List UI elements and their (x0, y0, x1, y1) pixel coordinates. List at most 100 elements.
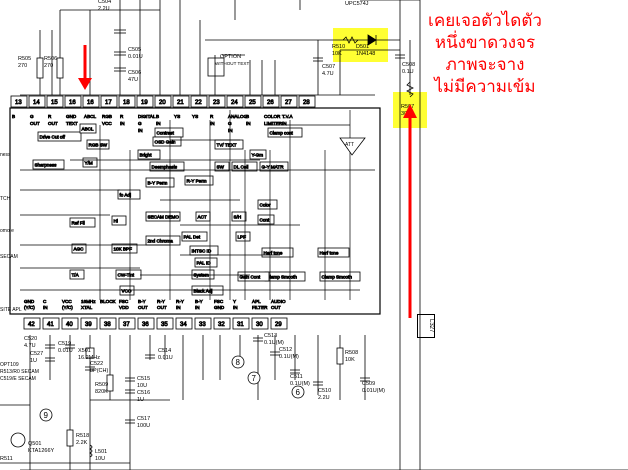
internal-wiring (20, 110, 375, 300)
block-box (237, 271, 270, 282)
component-value-c506: 47U (128, 77, 138, 83)
circled-marker (291, 385, 305, 399)
bottom-pin-label: IN (195, 305, 200, 310)
component-value-r518: 2.2K (76, 440, 88, 446)
component-ref-r509: R509 (95, 382, 108, 388)
bottom-pin-label: OUT (138, 305, 148, 310)
annotation-line-4: ไม่มีความเข้ม (434, 77, 536, 97)
block-label: CW-Tint (118, 273, 135, 278)
component-value-r510: 10K (332, 51, 342, 57)
top-pin-label: R (48, 114, 52, 119)
component-value-c519: 0.01U (58, 348, 73, 354)
bottom-pin-box (23, 317, 41, 330)
block-label: B-Y Perm (148, 181, 168, 186)
top-pin-label: YS (192, 114, 198, 119)
block-box (32, 159, 65, 170)
bottom-pin-number: 31 (237, 322, 244, 328)
bottom-pin-number: 42 (28, 322, 35, 328)
top-pin-number: 28 (303, 100, 310, 106)
component-value-r506: 270 (44, 63, 53, 69)
left-label: SECAM (0, 254, 18, 260)
top-pin-label: GND (66, 114, 77, 119)
bottom-pin-label: (Y/C) (62, 305, 73, 310)
top-pin-number: 19 (141, 100, 148, 106)
block-box (181, 231, 208, 242)
att-label: ATT (345, 142, 354, 148)
bottom-pin-box (99, 317, 117, 330)
bottom-pin-label: VCC (62, 299, 72, 304)
bottom-pin-number: 34 (180, 322, 187, 328)
component-value-c522: 8P(CH) (90, 368, 109, 374)
component-ref-q501: Q501 (28, 441, 41, 447)
block-label: VCO (122, 289, 132, 294)
top-pin-number: 25 (249, 100, 256, 106)
block-label: LPF (238, 235, 247, 240)
block-box (69, 217, 96, 228)
block-label: Color (260, 203, 271, 208)
top-pin-box (28, 95, 46, 108)
block-box (145, 177, 175, 188)
top-pin-box (280, 95, 298, 108)
top-pin-label: B (156, 114, 159, 119)
bottom-pin-label: R-Y (157, 299, 165, 304)
component-value-c504: 2.2U (98, 6, 110, 12)
bottom-pin-label: VDD (119, 305, 129, 310)
side-tag: L327 (417, 314, 435, 338)
top-pin-label: IN (120, 121, 125, 126)
component-ref-r511: R511 (0, 456, 13, 462)
component-ref-c507: C507 (322, 64, 335, 70)
bottom-pin-label: OUT (157, 305, 167, 310)
annotation-line-3: ภาพจะจาง (445, 55, 525, 75)
top-pin-label: IN (156, 121, 161, 126)
block-label: Clamp cont (270, 131, 294, 136)
bottom-pin-box (270, 317, 288, 330)
circled-marker (231, 355, 245, 369)
block-box (82, 157, 98, 168)
top-pin-label: YS (174, 114, 180, 119)
top-pin-number: 16 (87, 100, 94, 106)
annotation-line-2: หนึ่งขาดวงจร (434, 33, 536, 53)
bottom-pin-number: 30 (256, 322, 263, 328)
top-pin-label: ABCL (84, 114, 96, 119)
block-box (261, 247, 294, 258)
bottom-pin-number: 41 (47, 322, 54, 328)
top-pin-box (190, 95, 208, 108)
block-label: Bright (140, 153, 153, 158)
block-label: R-Y Perm (187, 179, 207, 184)
component-value-c520: 4.7U (24, 343, 36, 349)
component-value-c505: 0.01U (128, 54, 143, 60)
inductor-l501 (89, 444, 93, 458)
bottom-pin-label: FSC (214, 299, 224, 304)
bottom-pin-label: FSC (119, 299, 129, 304)
component-ref-c520: C520 (24, 336, 37, 342)
bottom-pin-box (118, 317, 136, 330)
top-pin-box (136, 95, 154, 108)
top-pin-number: 22 (195, 100, 202, 106)
top-pin-label: OUT (48, 121, 58, 126)
block-label: S/H (234, 215, 242, 220)
component-ref-c513: C513 (264, 333, 277, 339)
block-box (231, 211, 247, 222)
resistor-r506 (56, 57, 64, 79)
bottom-pin-label: B-Y (138, 299, 146, 304)
component-ref-d501: D501 (356, 44, 369, 50)
component-value-c510: 2.2U (318, 395, 330, 401)
att-amplifier (339, 137, 366, 156)
block-label: Drive Cut off (40, 135, 66, 140)
block-label: DL Cell (234, 165, 249, 170)
component-ref-c522: C522 (90, 361, 103, 367)
bottom-pin-label: AUDIO (271, 299, 286, 304)
block-label: Y/M (85, 161, 93, 166)
circled-marker-label: 7 (252, 374, 257, 383)
bottom-pin-label: GND (24, 299, 35, 304)
top-pin-label: ANALOG (228, 114, 248, 119)
block-box (149, 161, 185, 172)
block-label: Hi (114, 219, 118, 224)
block-box (152, 136, 182, 147)
top-pin-label: B (12, 114, 15, 119)
resistor-r507 (406, 81, 414, 98)
transistor-q501 (10, 432, 26, 448)
annotation-line-1: เคยเจอตัวไดตัว (428, 11, 542, 31)
